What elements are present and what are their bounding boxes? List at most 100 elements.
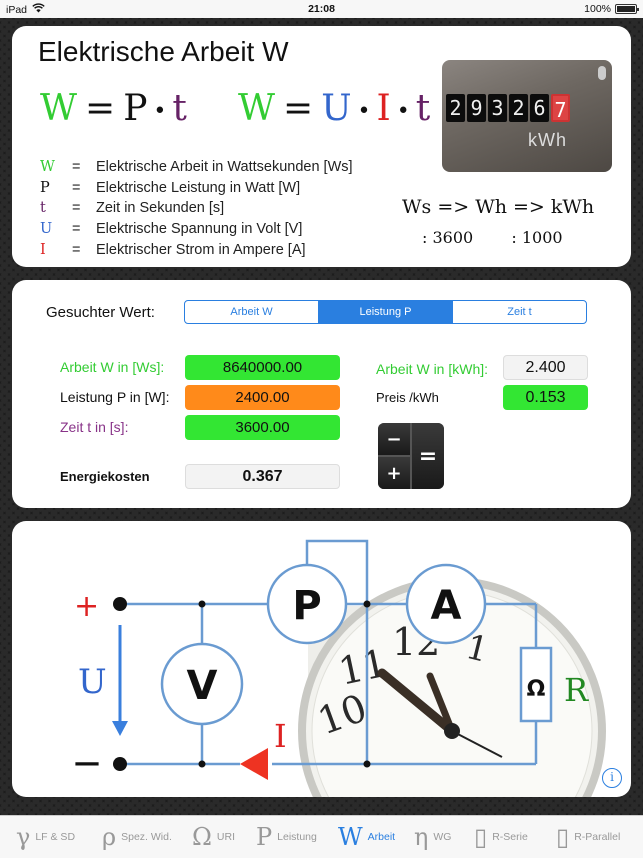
tab-label: Spez. Wid. <box>121 831 172 843</box>
wattmeter-icon <box>266 563 348 645</box>
arbeit-kwh-field: 2.400 <box>503 355 588 380</box>
formula-t: t <box>172 88 187 129</box>
tab-wg[interactable]: η WG <box>414 816 451 858</box>
formula-w: W <box>40 88 78 129</box>
formula-wuit: W=U•I•t <box>238 88 430 129</box>
segment-zeit[interactable]: Zeit t <box>507 306 532 318</box>
status-left: iPad <box>6 3 45 16</box>
page-title: Elektrische Arbeit W <box>38 36 289 67</box>
status-time: 21:08 <box>308 3 335 15</box>
minus-sign: — <box>74 748 100 778</box>
legend-row: t=Zeit in Sekunden [s] <box>40 198 353 219</box>
formula-w: W <box>238 88 276 129</box>
legend-text: Elektrische Spannung in Volt [V] <box>96 221 303 238</box>
current-label: I <box>274 717 287 755</box>
dot-operator-icon: • <box>357 98 371 124</box>
tab-arbeit[interactable]: W Arbeit <box>338 816 395 858</box>
formula-eq: = <box>283 88 314 129</box>
zeit-label: Zeit t in [s]: <box>60 419 129 435</box>
legend-eq: = <box>72 200 81 217</box>
formula-eq: = <box>85 88 116 129</box>
positive-terminal-icon <box>113 597 127 611</box>
tab-label: R-Serie <box>492 831 528 843</box>
leistung-field[interactable]: 2400.00 <box>185 385 340 410</box>
legend-row: U = Elektrische Spannung in Volt [V] <box>40 219 353 240</box>
meter-digit-decimal: 7 <box>551 94 570 122</box>
legend-row: W = Elektrische Arbeit in Wattsekunden [Ws… <box>40 157 353 178</box>
meter-counter: 2 9 3 2 6 7 <box>446 94 570 122</box>
legend-row: I=Elektrischer Strom in Ampere [A] <box>40 239 353 260</box>
ammeter-icon <box>405 563 487 645</box>
resistor-icon <box>519 646 553 723</box>
energiekosten-field: 0.367 <box>185 464 340 489</box>
arbeit-ws-field[interactable]: 8640000.00 <box>185 355 340 380</box>
omega-icon: Ω <box>192 823 212 851</box>
energiekosten-label: Energiekosten <box>60 469 150 484</box>
meter-digit: 6 <box>530 94 549 122</box>
legend-symbol: P <box>40 179 50 196</box>
legend-eq: = <box>72 159 81 176</box>
w-icon: W <box>338 823 363 851</box>
formula-u: U <box>321 88 352 129</box>
segment-leistung[interactable]: Leistung P <box>319 301 453 323</box>
plus-sign: + <box>74 589 99 624</box>
minus-key-icon: − <box>378 423 410 455</box>
arbeit-kwh-label: Arbeit W in [kWh]: <box>376 361 489 377</box>
status-right: 100% <box>584 3 639 15</box>
legend-symbol: I <box>40 241 46 258</box>
tab-label: Arbeit <box>367 831 396 843</box>
negative-terminal-icon <box>113 757 127 771</box>
circuit-diagram: 10 11 12 1 + <box>74 539 606 858</box>
dot-operator-icon: • <box>396 98 410 124</box>
status-bar: iPad 21:08 100% <box>0 0 643 18</box>
legend-symbol: W <box>40 159 55 176</box>
preis-field[interactable]: 0.153 <box>503 385 588 410</box>
clock-number: 11 <box>335 641 391 694</box>
resistance-label: R <box>564 671 589 709</box>
legend-symbol: U <box>40 221 53 238</box>
segmented-control[interactable]: Arbeit W Leistung P Zeit t <box>184 300 587 324</box>
tab-label: URI <box>216 831 235 843</box>
tab-r-serie[interactable]: ▯R-Serie <box>474 816 528 858</box>
legend-symbol: t <box>40 200 46 217</box>
info-button[interactable]: i <box>602 768 622 788</box>
legend-text: Elektrische Leistung in Watt [W] <box>96 179 301 196</box>
tab-uri[interactable]: Ω URI <box>192 816 235 858</box>
segment-arbeit[interactable]: Arbeit W <box>185 301 319 323</box>
zeit-field[interactable]: 3600.00 <box>185 415 340 440</box>
search-label: Gesuchter Wert: <box>46 304 155 321</box>
plus-key-icon: + <box>378 457 410 489</box>
tab-label: Leistung <box>277 831 317 843</box>
voltmeter-label: V <box>187 663 218 709</box>
tab-r-parallel[interactable]: ▯R-Parallel <box>556 816 620 858</box>
wifi-icon <box>32 3 45 16</box>
voltage-arrow-icon <box>112 721 128 736</box>
wattmeter-label: P <box>292 583 321 629</box>
unit-conversion: Ws => Wh => kWh <box>402 196 595 218</box>
dot-operator-icon: • <box>153 98 167 124</box>
legend-eq: = <box>72 221 81 238</box>
symbol-legend: W = Elektrische Arbeit in Wattsekunden [Ws… <box>40 157 353 260</box>
voltage-label: U <box>78 662 107 702</box>
tab-label: R-Parallel <box>574 831 621 843</box>
ammeter-label: A <box>431 583 462 629</box>
eta-icon: η <box>414 823 429 851</box>
formula-p: P <box>123 88 148 129</box>
formula-i: I <box>376 88 391 129</box>
battery-percent: 100% <box>584 3 611 15</box>
legend-row: P=Elektrische Leistung in Watt [W] <box>40 178 353 199</box>
meter-unit: kWh <box>528 130 567 150</box>
battery-icon <box>615 4 639 14</box>
meter-digit: 2 <box>509 94 528 122</box>
carrier-label: iPad <box>6 3 28 16</box>
formula-wpt: W=P•t <box>40 88 187 129</box>
current-arrow-icon <box>240 748 268 780</box>
calculator-button[interactable]: − = + <box>378 423 444 489</box>
legend-text: Elektrische Arbeit in Wattsekunden [Ws] <box>96 159 353 176</box>
tab-label: WG <box>433 831 452 843</box>
preis-label: Preis /kWh <box>376 390 439 405</box>
arbeit-ws-label: Arbeit W in [Ws]: <box>60 359 165 375</box>
